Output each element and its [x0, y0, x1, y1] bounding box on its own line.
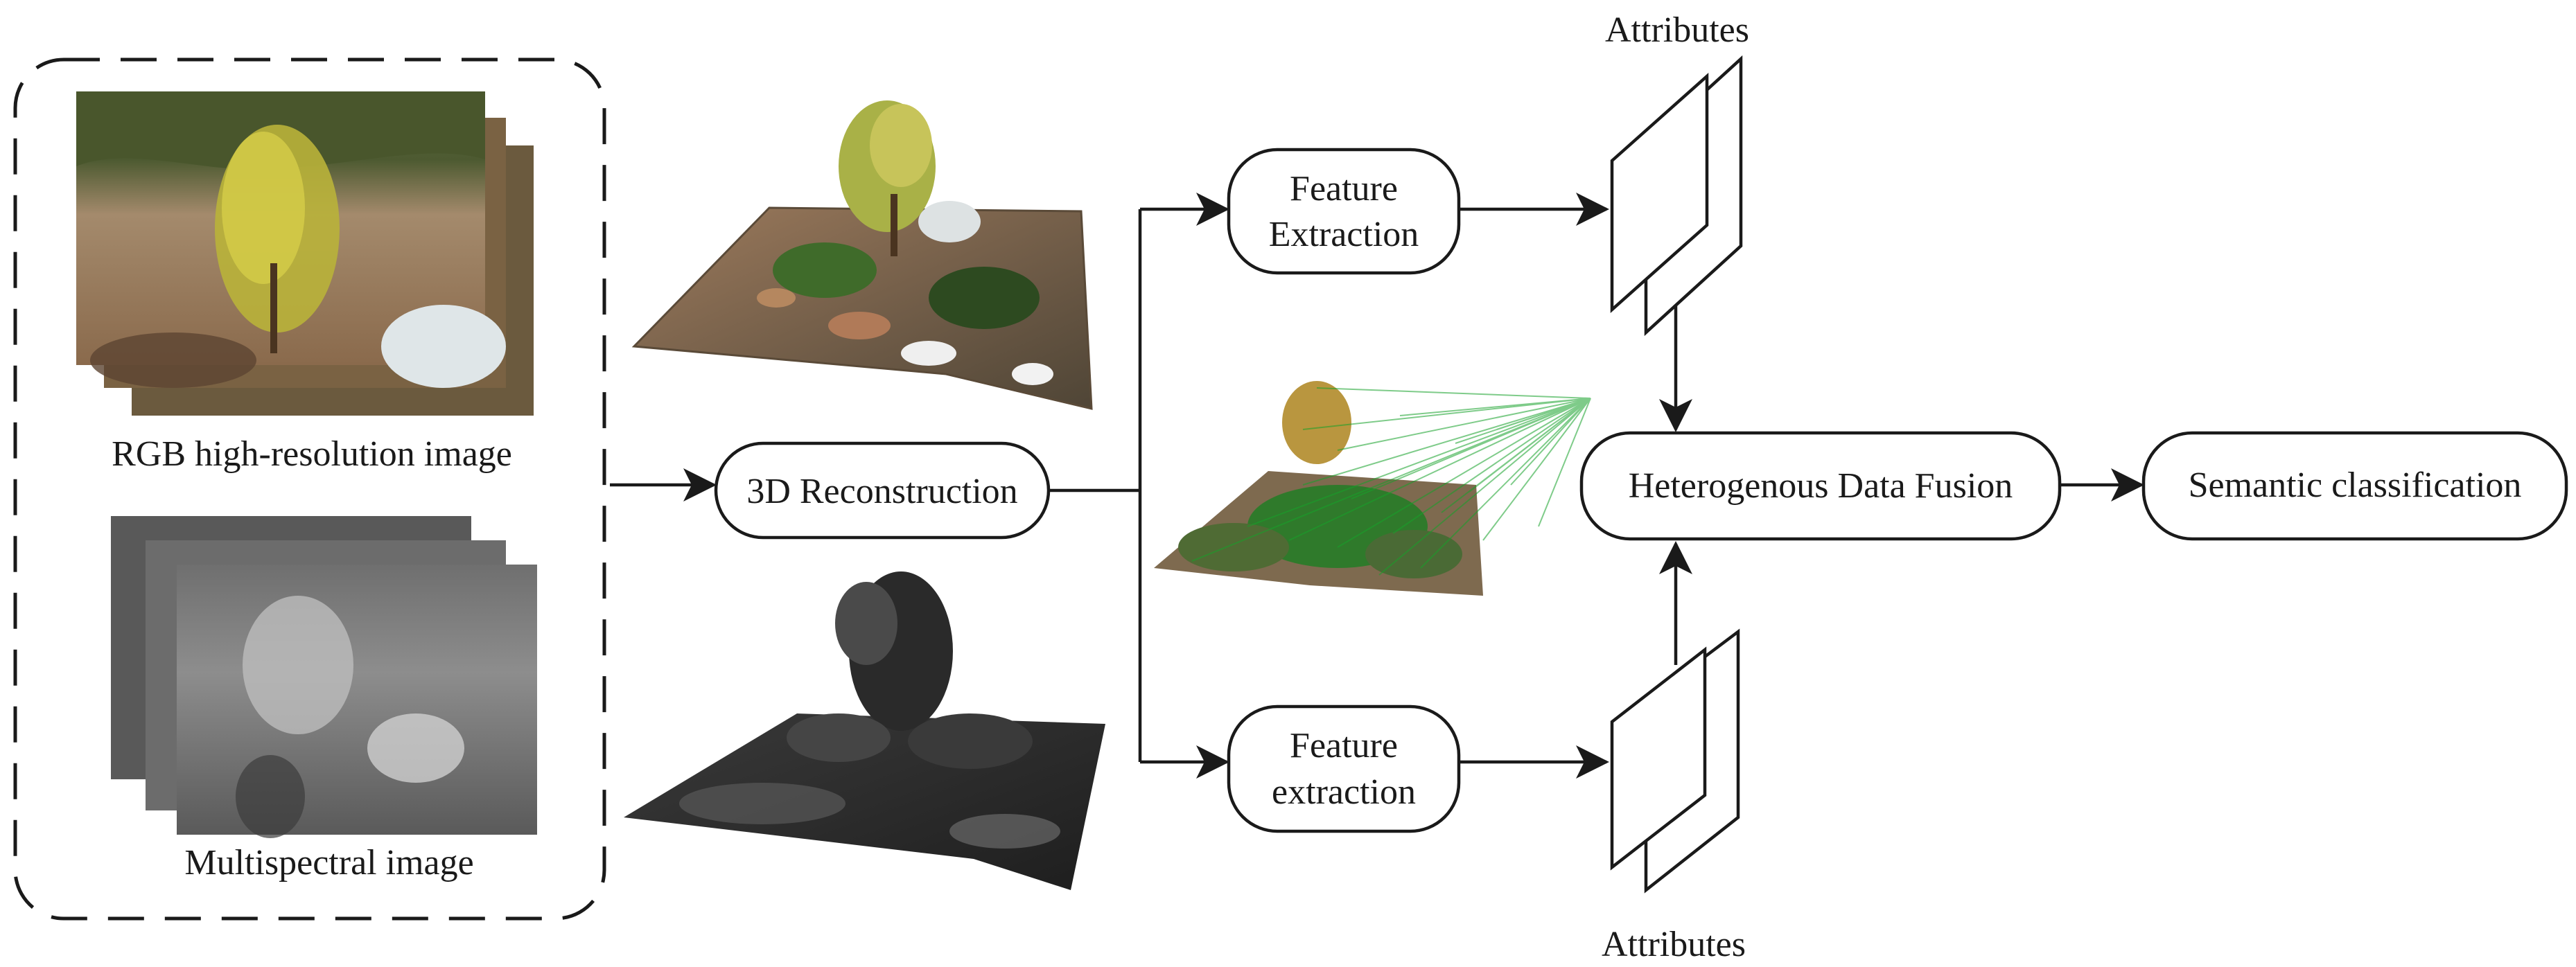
svg-text:Feature: Feature — [1290, 169, 1398, 209]
multispectral-point-cloud — [624, 571, 1105, 890]
attributes-top-label: Attributes — [1605, 10, 1749, 50]
svg-text:Extraction: Extraction — [1269, 215, 1419, 254]
svg-text:Semantic classification: Semantic classification — [2189, 465, 2522, 505]
attributes-bottom-label: Attributes — [1602, 925, 1746, 964]
node-feature-extraction-bottom: Feature extraction — [1227, 704, 1461, 833]
rgb-image-stack — [76, 91, 534, 416]
node-feature-extraction-top: Feature Extraction — [1227, 148, 1461, 275]
multispectral-image-label: Multispectral image — [184, 843, 473, 882]
multispectral-image-stack — [111, 516, 537, 838]
attributes-bottom-sheets — [1610, 628, 1740, 894]
node-data-fusion: Heterogenous Data Fusion — [1579, 431, 2062, 541]
input-images-container — [13, 57, 606, 921]
node-3d-reconstruction: 3D Reconstruction — [714, 441, 1051, 540]
svg-text:Feature: Feature — [1290, 726, 1398, 765]
svg-text:Heterogenous Data Fusion: Heterogenous Data Fusion — [1629, 466, 2013, 506]
fused-point-cloud — [1154, 381, 1591, 596]
node-semantic-classification: Semantic classification — [2141, 431, 2568, 541]
branch-connector — [1049, 209, 1142, 762]
rgb-image-label: RGB high-resolution image — [112, 434, 512, 474]
svg-text:extraction: extraction — [1272, 772, 1416, 812]
rgb-point-cloud — [631, 100, 1093, 410]
attributes-top-sheets — [1610, 55, 1743, 337]
svg-text:3D Reconstruction: 3D Reconstruction — [746, 472, 1017, 511]
